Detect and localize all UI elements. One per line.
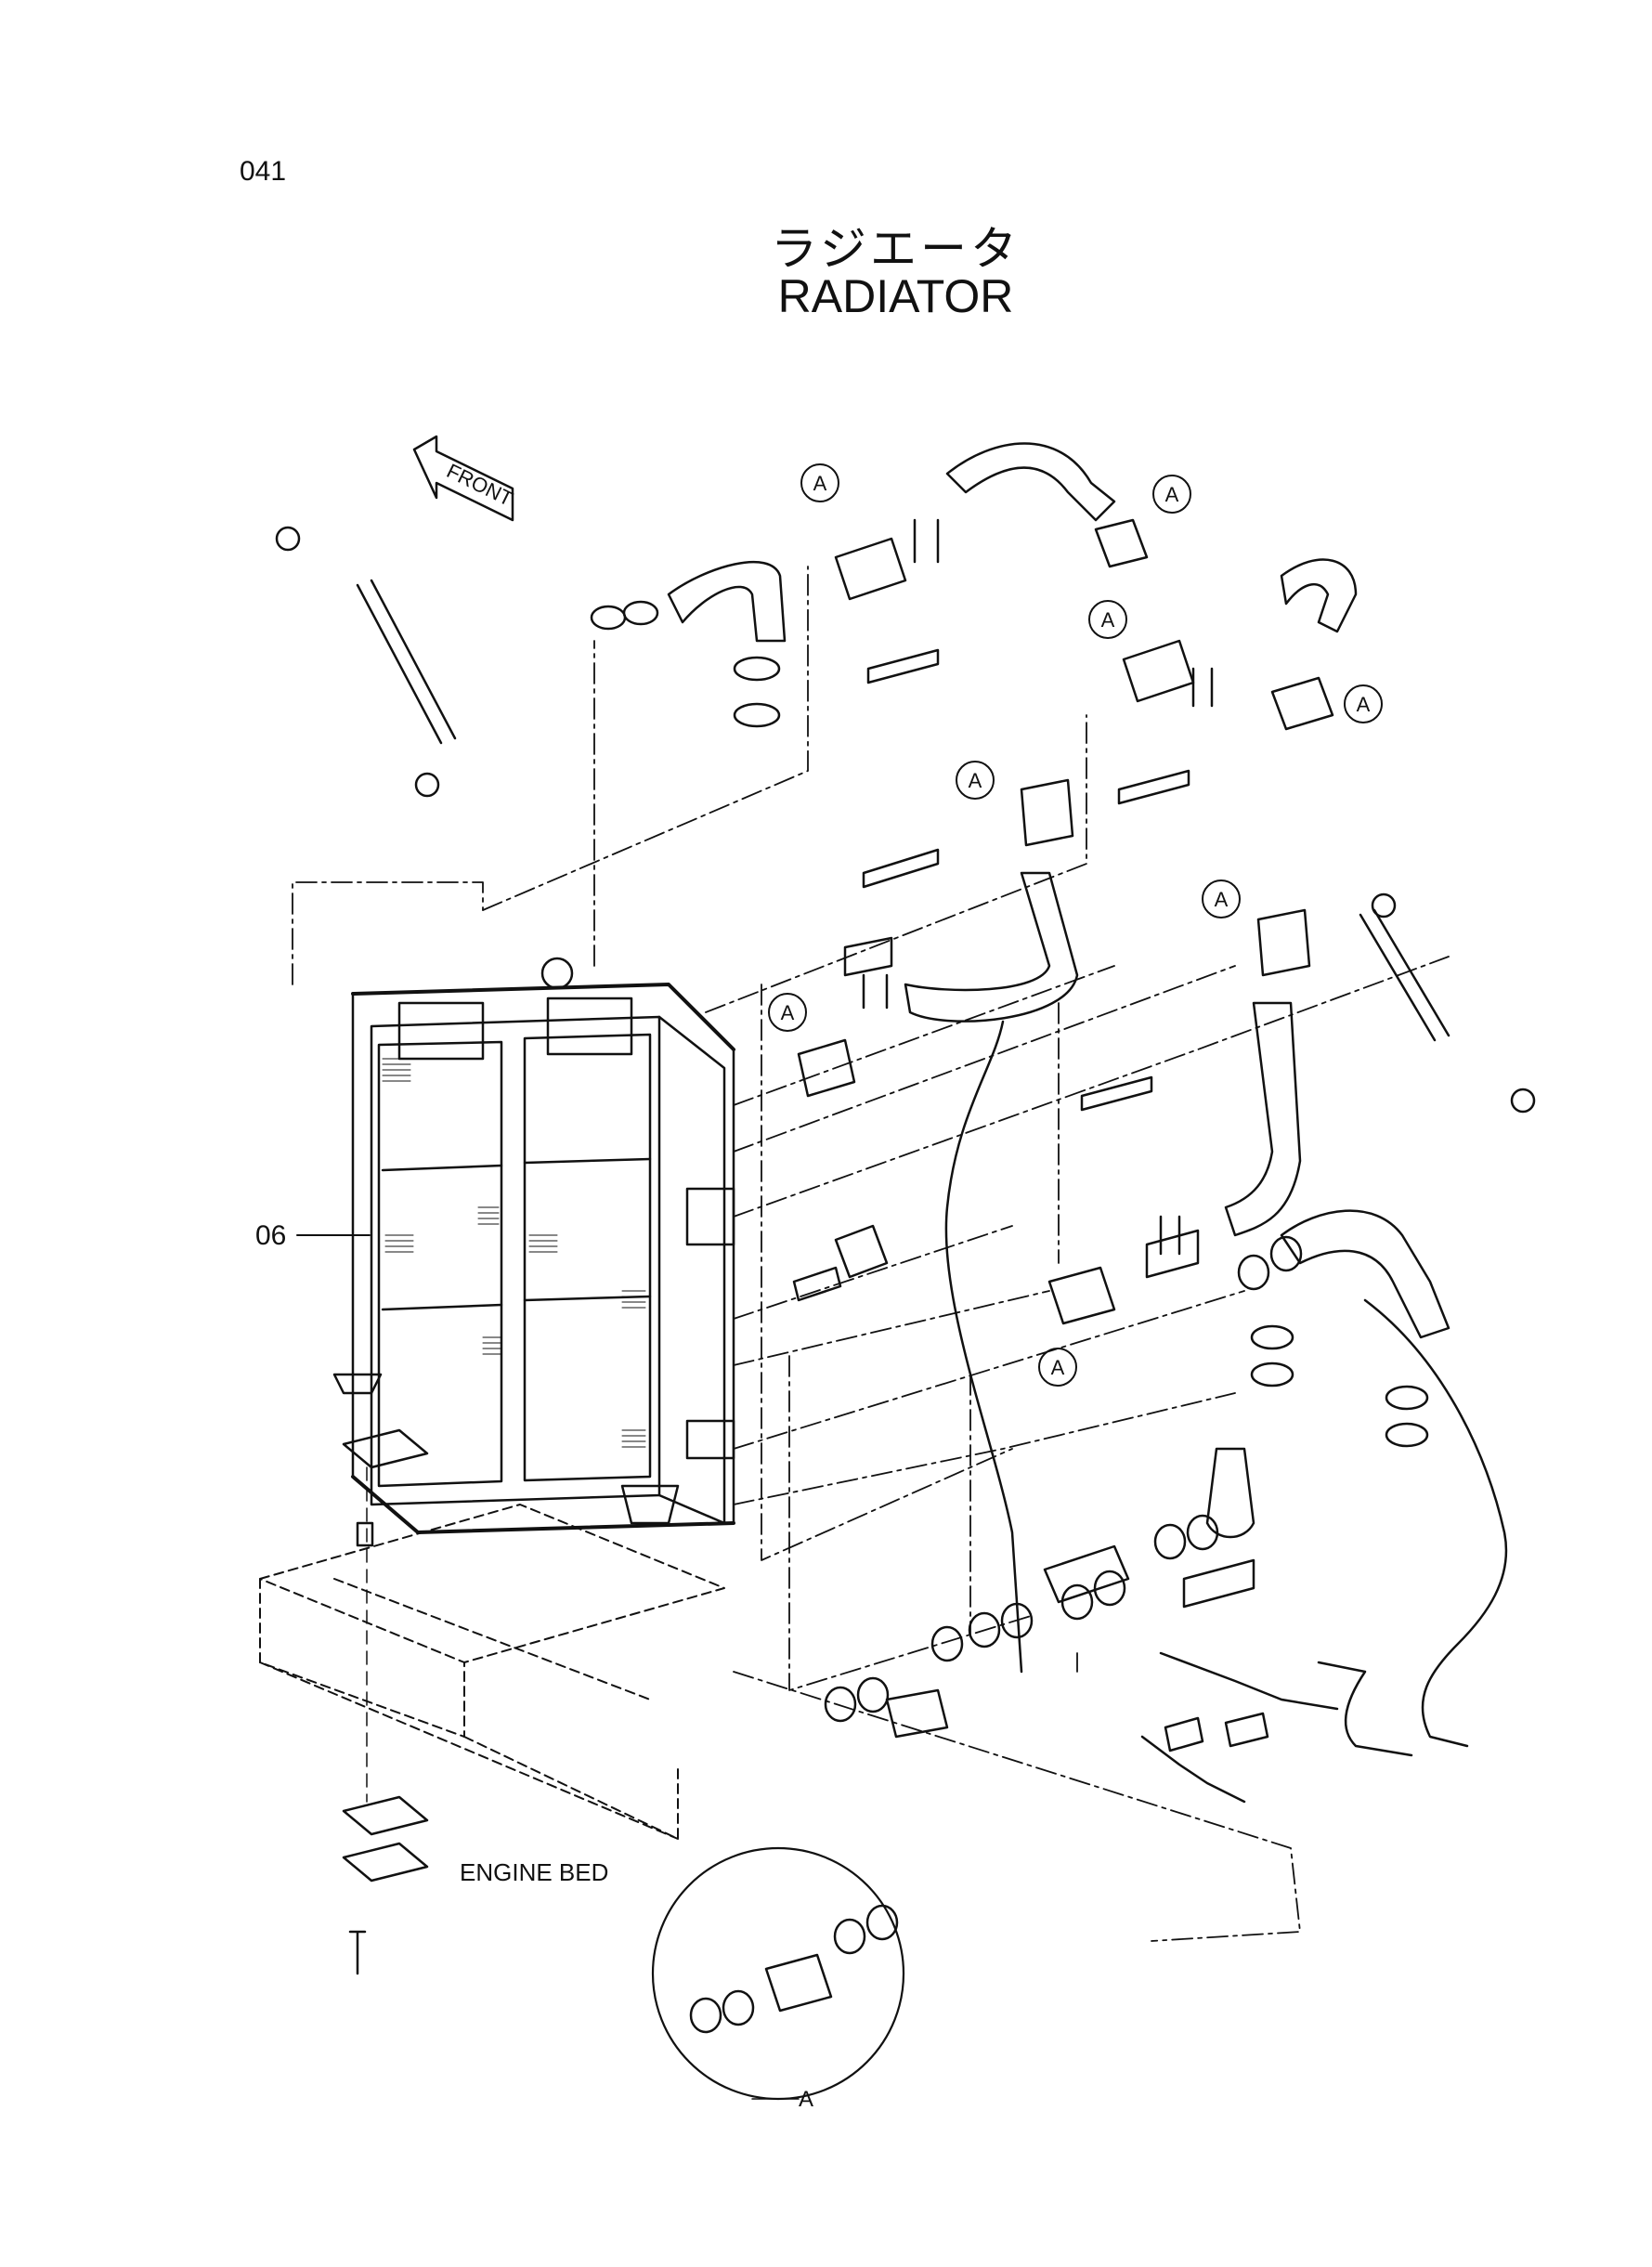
engine-bed-label: ENGINE BED — [460, 1858, 608, 1886]
callout-a-6: A — [1215, 888, 1229, 911]
detail-a — [651, 1846, 905, 2101]
assembly-lines — [292, 566, 1450, 1942]
callout-a-2: A — [1165, 483, 1179, 506]
callout-a-3: A — [1101, 608, 1115, 632]
title-japanese: ラジエータ — [771, 222, 1021, 276]
mount-hardware — [342, 1428, 429, 1975]
callout-a-8: A — [1051, 1356, 1065, 1379]
hose-couplings — [797, 518, 1334, 1739]
drain-line — [944, 1020, 1508, 1804]
part-06-label: 06 — [255, 1220, 286, 1251]
callouts — [768, 463, 1383, 1387]
brackets — [843, 518, 1255, 1609]
callout-a-5: A — [969, 769, 982, 792]
radiator-stays — [275, 526, 1536, 1114]
drain-cock-fittings — [792, 1224, 1269, 1752]
front-arrow: FRONT — [412, 435, 516, 522]
engine-bed-frame — [259, 1504, 725, 1840]
radiator-assembly — [332, 957, 735, 1534]
core-mesh — [382, 1058, 646, 1448]
detail-a-label: A — [799, 2087, 813, 2112]
callout-a-7: A — [781, 1001, 795, 1024]
callout-a-4: A — [1357, 693, 1371, 716]
upper-hoses — [667, 442, 1450, 1539]
page-number: 041 — [240, 156, 287, 187]
hose-clamps — [590, 600, 1429, 1723]
title-english: RADIATOR — [777, 270, 1014, 322]
callout-a-1: A — [813, 472, 827, 495]
